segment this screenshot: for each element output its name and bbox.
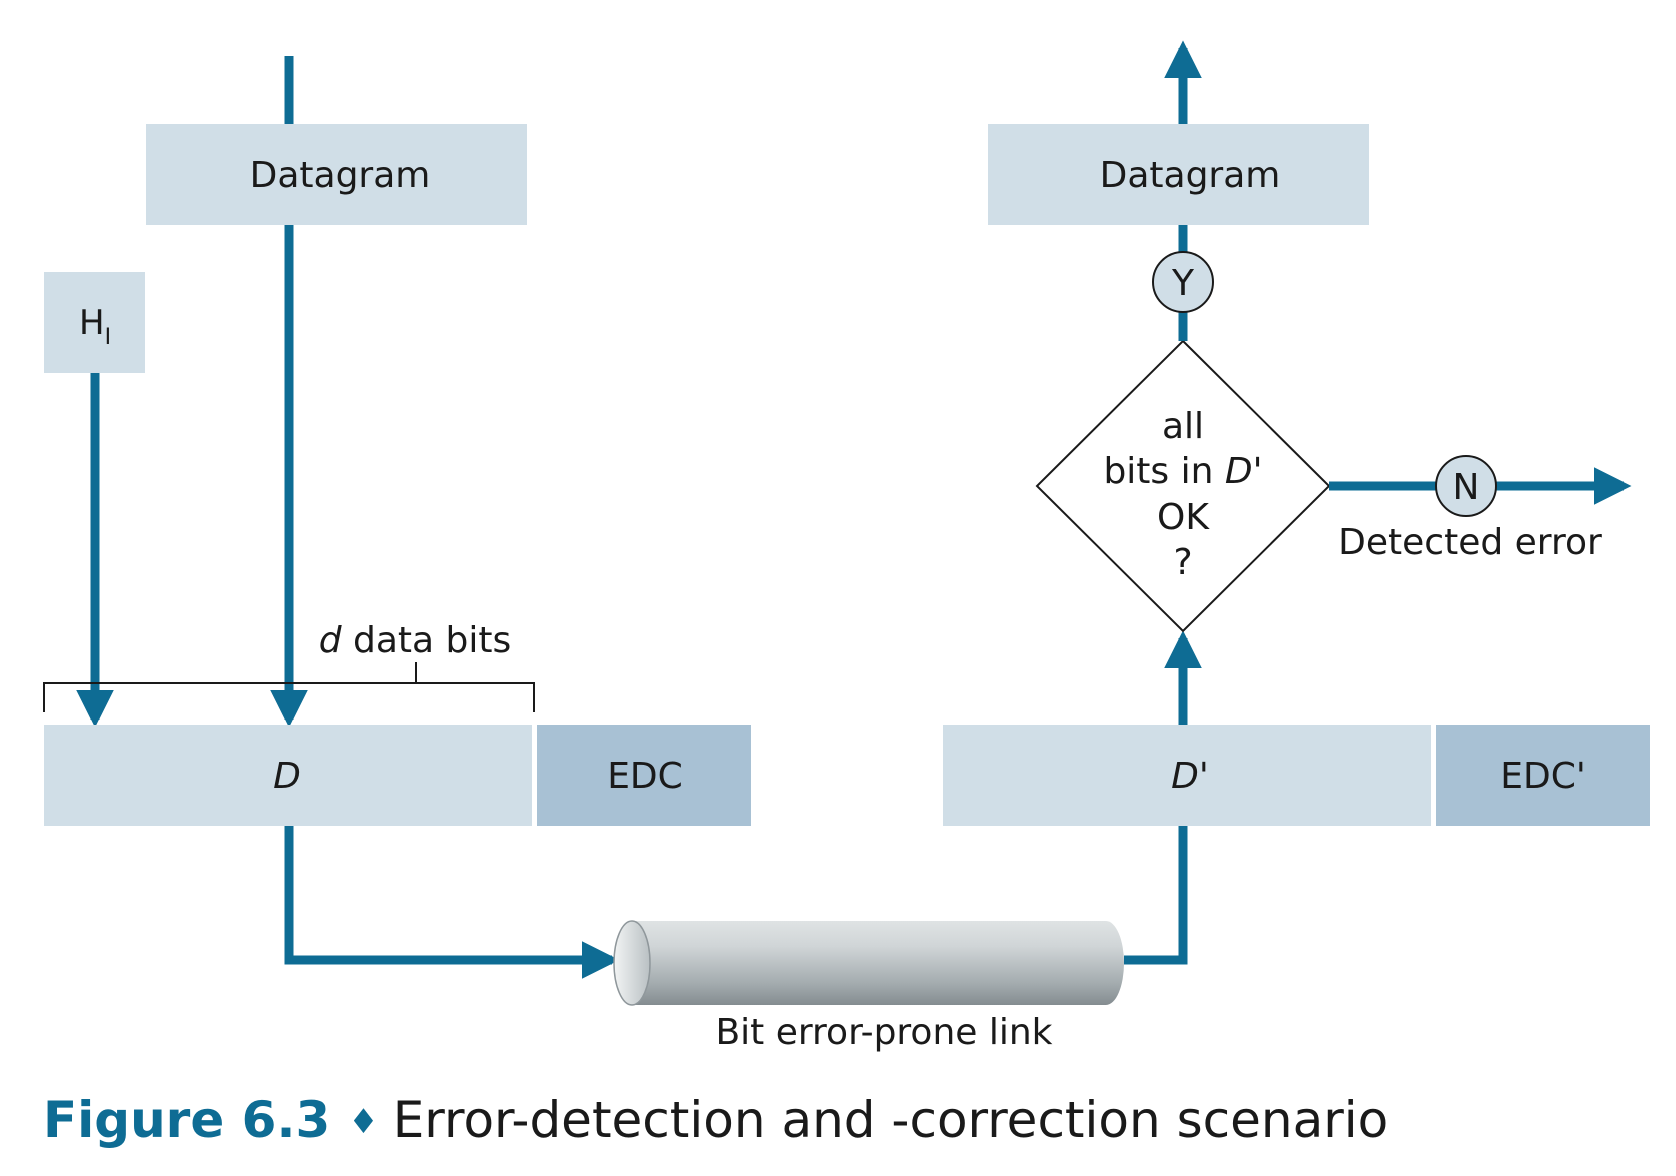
receiver-data-field: D' — [943, 725, 1431, 826]
sender-datagram-box: Datagram — [146, 124, 527, 225]
figure-caption: Figure 6.3 ♦ Error-detection and -correcti… — [43, 1085, 1388, 1155]
bit-error-prone-link — [613, 920, 1124, 1006]
link-label: Bit error-prone link — [715, 1012, 1052, 1053]
decision-line-1: all — [1162, 406, 1204, 447]
header-box: HI — [44, 272, 145, 373]
bits-ok-decision: all bits in D' OK ? — [1035, 339, 1331, 633]
header-label: HI — [79, 303, 111, 350]
sender-to-link-arrow — [284, 826, 620, 979]
figure-title: Error-detection and -correction scenario — [392, 1091, 1389, 1149]
detected-error-label: Detected error — [1338, 522, 1602, 563]
data-bits-label: d data bits — [319, 620, 512, 661]
header-subscript: I — [105, 325, 112, 350]
no-label: N — [1453, 467, 1480, 508]
decision-line-3: OK — [1157, 497, 1210, 538]
decision-line-4: ? — [1173, 542, 1192, 583]
sender-data-label: D — [273, 756, 301, 797]
data-bits-brace — [43, 662, 535, 712]
decision-line-2: bits in D' — [1103, 451, 1262, 492]
sender-edc-label: EDC — [607, 756, 683, 797]
error-detection-diagram: Datagram HI d data bits D EDC Bit error-… — [43, 40, 1650, 1053]
receiver-data-label: D' — [1171, 756, 1209, 797]
yes-label: Y — [1171, 263, 1195, 304]
sender-edc-field: EDC — [537, 725, 751, 826]
sender-datagram-label: Datagram — [250, 155, 431, 196]
figure-number: Figure 6.3 — [43, 1091, 331, 1149]
caption-separator-icon: ♦ — [348, 1102, 379, 1142]
yes-node: Y — [1152, 251, 1214, 313]
receiver-edc-field: EDC' — [1436, 725, 1650, 826]
receiver-edc-label: EDC' — [1500, 756, 1586, 797]
sender-data-field: D — [44, 725, 532, 826]
link-to-receiver-line — [1124, 826, 1188, 965]
receiver-datagram-box: Datagram — [988, 124, 1369, 225]
receiver-datagram-label: Datagram — [1100, 155, 1281, 196]
no-node: N — [1435, 455, 1497, 517]
